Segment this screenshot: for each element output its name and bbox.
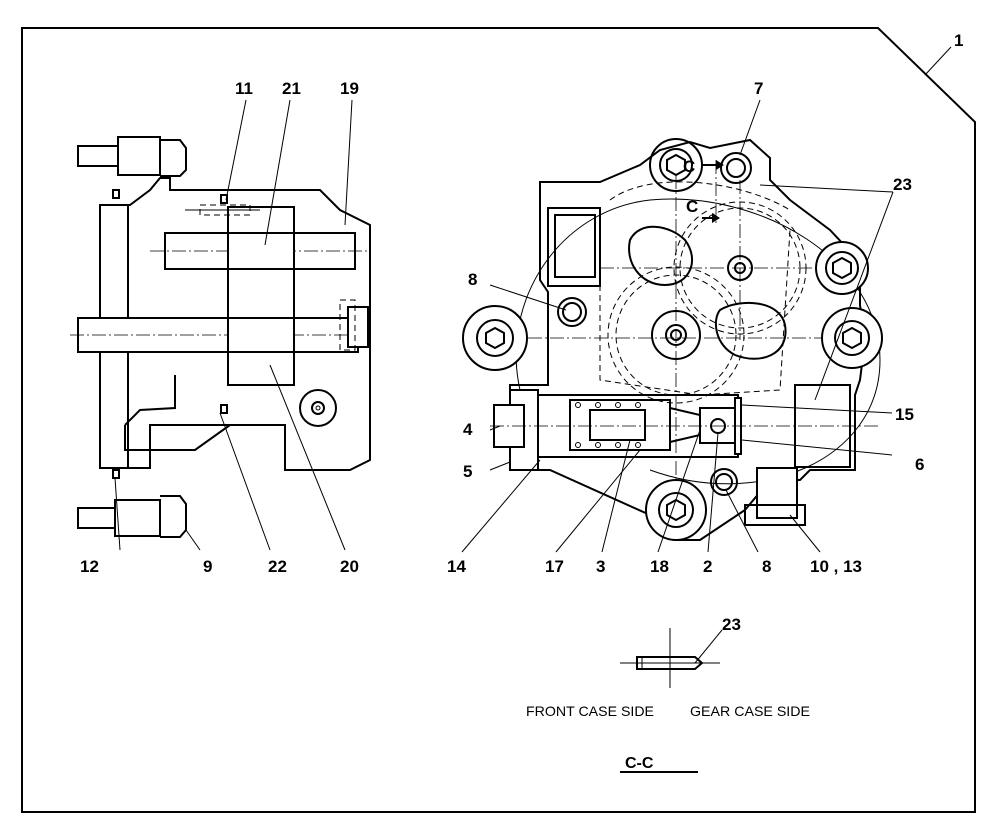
front-view: [462, 138, 883, 541]
side-view-leaders: [114, 99, 353, 551]
callout-17: 17: [545, 557, 564, 576]
bolt-right-upper: [815, 241, 869, 295]
callout-8-upper: 8: [468, 270, 477, 289]
callout-3: 3: [596, 557, 605, 576]
front-view-leaders: [461, 99, 894, 553]
callout-10-13: 10 , 13: [810, 557, 862, 576]
callout-6: 6: [915, 455, 924, 474]
section-detail-cc: 23 FRONT CASE SIDE GEAR CASE SIDE C-C: [526, 615, 810, 773]
callout-19: 19: [340, 79, 359, 98]
callout-21: 21: [282, 79, 301, 98]
callout-23-top: 23: [893, 175, 912, 194]
callout-8-lower: 8: [762, 557, 771, 576]
callout-11: 11: [235, 79, 253, 98]
bolt-bottom: [645, 479, 707, 541]
callout-14: 14: [447, 557, 466, 576]
callout-leader-1: [924, 46, 952, 76]
callout-4: 4: [463, 420, 473, 439]
section-mark-top: C: [683, 157, 695, 176]
section-title: C-C: [625, 755, 654, 772]
callout-1: 1: [954, 31, 963, 50]
callout-23-detail: 23: [722, 615, 741, 634]
callout-20: 20: [340, 557, 359, 576]
callout-9: 9: [203, 557, 212, 576]
section-cut-marks: C C: [683, 157, 724, 225]
callout-7: 7: [754, 79, 763, 98]
bolt-right: [821, 307, 883, 369]
callout-22: 22: [268, 557, 287, 576]
callout-18: 18: [650, 557, 669, 576]
drawing-frame: [21, 27, 976, 813]
section-mark-bottom: C: [686, 197, 698, 216]
gear-case-side-label: GEAR CASE SIDE: [690, 703, 810, 719]
callout-2: 2: [703, 557, 712, 576]
callout-15: 15: [895, 405, 914, 424]
callout-5: 5: [463, 462, 472, 481]
callout-12: 12: [80, 557, 99, 576]
front-case-side-label: FRONT CASE SIDE: [526, 703, 654, 719]
side-view: [70, 136, 371, 538]
bolt-left: [462, 305, 528, 371]
